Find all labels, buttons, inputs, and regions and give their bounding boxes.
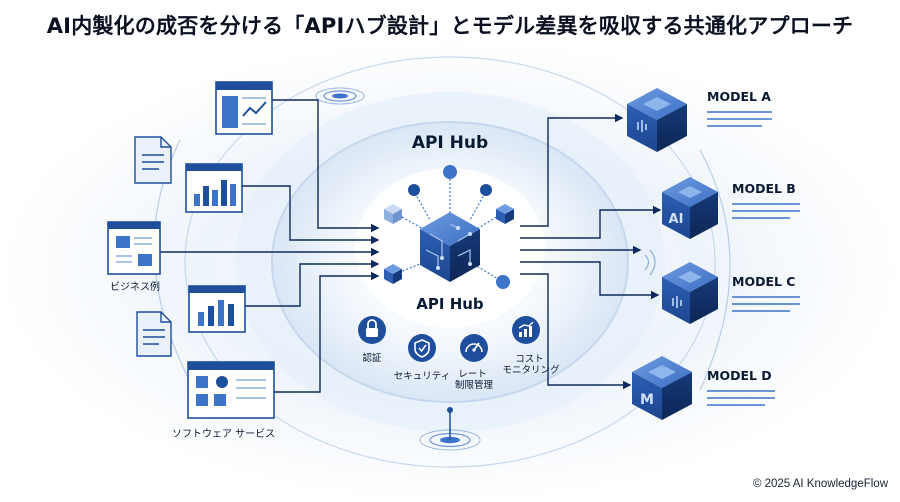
feature-rate-limit-line1: レート	[458, 369, 487, 380]
model-d-lines	[707, 390, 775, 406]
hub-top-label: API Hub	[412, 133, 488, 153]
feature-security-label: セキュリティ	[394, 371, 450, 382]
feature-security	[408, 334, 436, 362]
bar-chart-window-icon	[185, 163, 243, 213]
model-c-label: MODEL C	[732, 274, 795, 289]
feature-auth	[358, 316, 386, 344]
copyright-notice: © 2025 AI KnowledgeFlow	[752, 478, 888, 490]
hub-satellites	[384, 165, 514, 289]
business-example-label: ビジネス例	[110, 280, 160, 293]
feature-rate-limit-line2: 制限管理	[455, 379, 494, 391]
software-service-window-icon	[187, 361, 275, 419]
model-c-lines	[732, 296, 800, 312]
output-connections	[520, 113, 662, 390]
hub-center-label: API Hub	[416, 295, 484, 313]
model-b-lines	[732, 203, 800, 219]
feature-rate-limit	[460, 334, 488, 362]
model-c-cube	[662, 262, 718, 324]
top-ripple	[315, 87, 365, 105]
hub-cube	[420, 212, 480, 282]
model-d-cube: M	[632, 356, 692, 420]
model-d-label: MODEL D	[707, 368, 772, 383]
feature-rate-limit-label: レート 制限管理	[455, 369, 494, 391]
feature-auth-label: 認証	[362, 352, 382, 364]
page-title: AI内製化の成否を分ける「APIハブ設計」とモデル差異を吸収する共通化アプローチ	[46, 14, 854, 38]
analytics-window-icon	[188, 285, 246, 333]
document-icon-2	[136, 311, 172, 357]
business-window-icon	[107, 221, 161, 275]
document-icon-1	[134, 136, 172, 184]
model-a-lines	[707, 111, 772, 127]
model-a-cube	[627, 88, 687, 152]
right-orbit-arc	[699, 149, 731, 391]
feature-cost-label: コスト モニタリング	[502, 354, 560, 376]
bottom-ripple	[419, 407, 481, 451]
feature-cost-line2: モニタリング	[502, 364, 560, 376]
model-b-cube: AI	[662, 177, 718, 239]
feature-cost	[512, 316, 540, 344]
model-d-cube-text: M	[640, 392, 654, 408]
model-b-cube-text: AI	[669, 212, 684, 227]
feature-cost-line1: コスト	[515, 354, 544, 365]
input-connections	[160, 99, 380, 393]
model-a-label: MODEL A	[707, 89, 771, 104]
software-service-label: ソフトウェア サービス	[172, 428, 275, 440]
model-b-label: MODEL B	[732, 181, 796, 196]
outer-ring	[184, 56, 716, 468]
dashboard-window-icon	[215, 81, 273, 135]
